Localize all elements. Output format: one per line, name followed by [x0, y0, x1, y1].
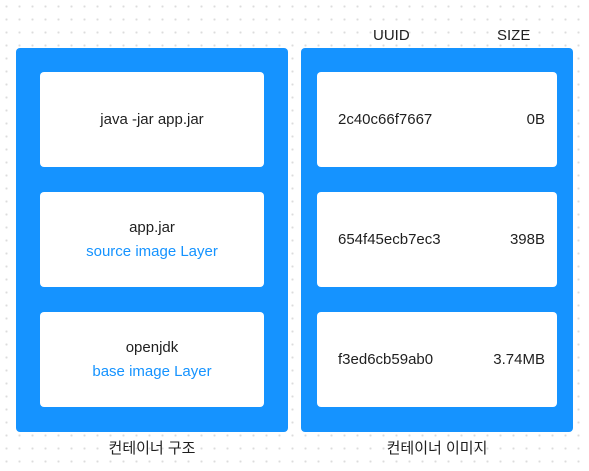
- layer-title: java -jar app.jar: [100, 110, 204, 128]
- layer-uuid: 654f45ecb7ec3: [338, 231, 441, 248]
- layer-title: app.jar: [129, 218, 175, 236]
- layer-size: 398B: [509, 231, 545, 248]
- layer-uuid: 2c40c66f7667: [338, 111, 433, 128]
- layer-size: 0B: [526, 111, 545, 128]
- container-image-caption: 컨테이너 이미지: [386, 440, 488, 457]
- layer-card-source: app.jar source image Layer: [40, 192, 264, 287]
- image-layer-row: 654f45ecb7ec3 398B: [317, 192, 557, 287]
- layer-size: 3.74MB: [493, 351, 545, 368]
- layer-subtitle: source image Layer: [86, 242, 218, 260]
- layer-card-command: java -jar app.jar: [40, 72, 264, 167]
- container-structure-caption: 컨테이너 구조: [108, 440, 196, 457]
- layer-title: openjdk: [125, 338, 179, 356]
- size-column-header: SIZE: [497, 27, 531, 44]
- image-layer-row: f3ed6cb59ab0 3.74MB: [317, 312, 557, 407]
- layer-subtitle: base image Layer: [92, 362, 212, 380]
- container-structure-panel: java -jar app.jar app.jar source image L…: [16, 48, 288, 432]
- container-image-panel: 2c40c66f7667 0B 654f45ecb7ec3 398B f3ed6…: [301, 48, 573, 432]
- uuid-column-header: UUID: [373, 27, 410, 44]
- layer-card-base: openjdk base image Layer: [40, 312, 264, 407]
- layer-uuid: f3ed6cb59ab0: [338, 351, 434, 368]
- image-layer-row: 2c40c66f7667 0B: [317, 72, 557, 167]
